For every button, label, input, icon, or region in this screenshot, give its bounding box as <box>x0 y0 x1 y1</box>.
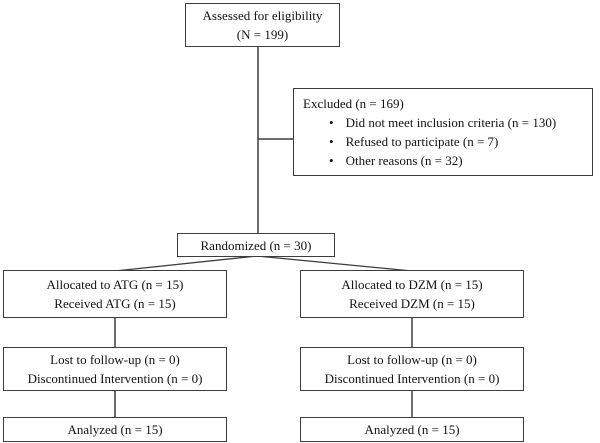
allocated-atg-box: Allocated to ATG (n = 15) Received ATG (… <box>3 270 227 318</box>
allocated-atg-line2: Received ATG (n = 15) <box>54 296 176 311</box>
excluded-box: Excluded (n = 169) • Did not meet inclus… <box>293 88 593 176</box>
excluded-reason-text: Did not meet inclusion criteria (n = 130… <box>345 115 557 130</box>
allocated-dzm-line2: Received DZM (n = 15) <box>349 296 475 311</box>
followup-dzm-line2: Discontinued Intervention (n = 0) <box>324 371 500 386</box>
bullet-icon: • <box>329 153 334 168</box>
followup-dzm-box: Lost to follow-up (n = 0) Discontinued I… <box>300 347 524 391</box>
followup-dzm-line1: Lost to follow-up (n = 0) <box>347 352 477 367</box>
allocated-dzm-line1: Allocated to DZM (n = 15) <box>341 277 483 292</box>
analyzed-dzm-box: Analyzed (n = 15) <box>300 417 524 442</box>
connector-randomized-to-right-arm <box>256 255 413 272</box>
randomized-label: Randomized (n = 30) <box>200 237 312 253</box>
excluded-title: Excluded (n = 169) <box>303 96 404 111</box>
connector-randomized-to-left-arm <box>114 255 258 272</box>
analyzed-dzm-label: Analyzed (n = 15) <box>364 422 460 437</box>
followup-atg-line1: Lost to follow-up (n = 0) <box>50 352 180 367</box>
excluded-reason-item: • Refused to participate (n = 7) <box>303 132 586 151</box>
excluded-reason-text: Other reasons (n = 32) <box>345 153 463 168</box>
analyzed-atg-box: Analyzed (n = 15) <box>3 417 227 442</box>
followup-atg-box: Lost to follow-up (n = 0) Discontinued I… <box>3 347 227 391</box>
assessed-line1: Assessed for eligibility <box>202 8 323 23</box>
analyzed-atg-label: Analyzed (n = 15) <box>67 422 163 437</box>
randomized-box: Randomized (n = 30) <box>177 233 335 257</box>
followup-atg-line2: Discontinued Intervention (n = 0) <box>27 371 203 386</box>
excluded-reason-item: • Other reasons (n = 32) <box>303 151 586 170</box>
bullet-icon: • <box>329 115 334 130</box>
bullet-icon: • <box>329 134 334 149</box>
assessed-for-eligibility-box: Assessed for eligibility (N = 199) <box>185 3 340 47</box>
allocated-dzm-box: Allocated to DZM (n = 15) Received DZM (… <box>300 270 524 318</box>
assessed-count: (N = 199) <box>236 27 289 42</box>
excluded-reason-text: Refused to participate (n = 7) <box>345 134 499 149</box>
excluded-reason-item: • Did not meet inclusion criteria (n = 1… <box>303 113 586 132</box>
allocated-atg-line1: Allocated to ATG (n = 15) <box>46 277 184 292</box>
